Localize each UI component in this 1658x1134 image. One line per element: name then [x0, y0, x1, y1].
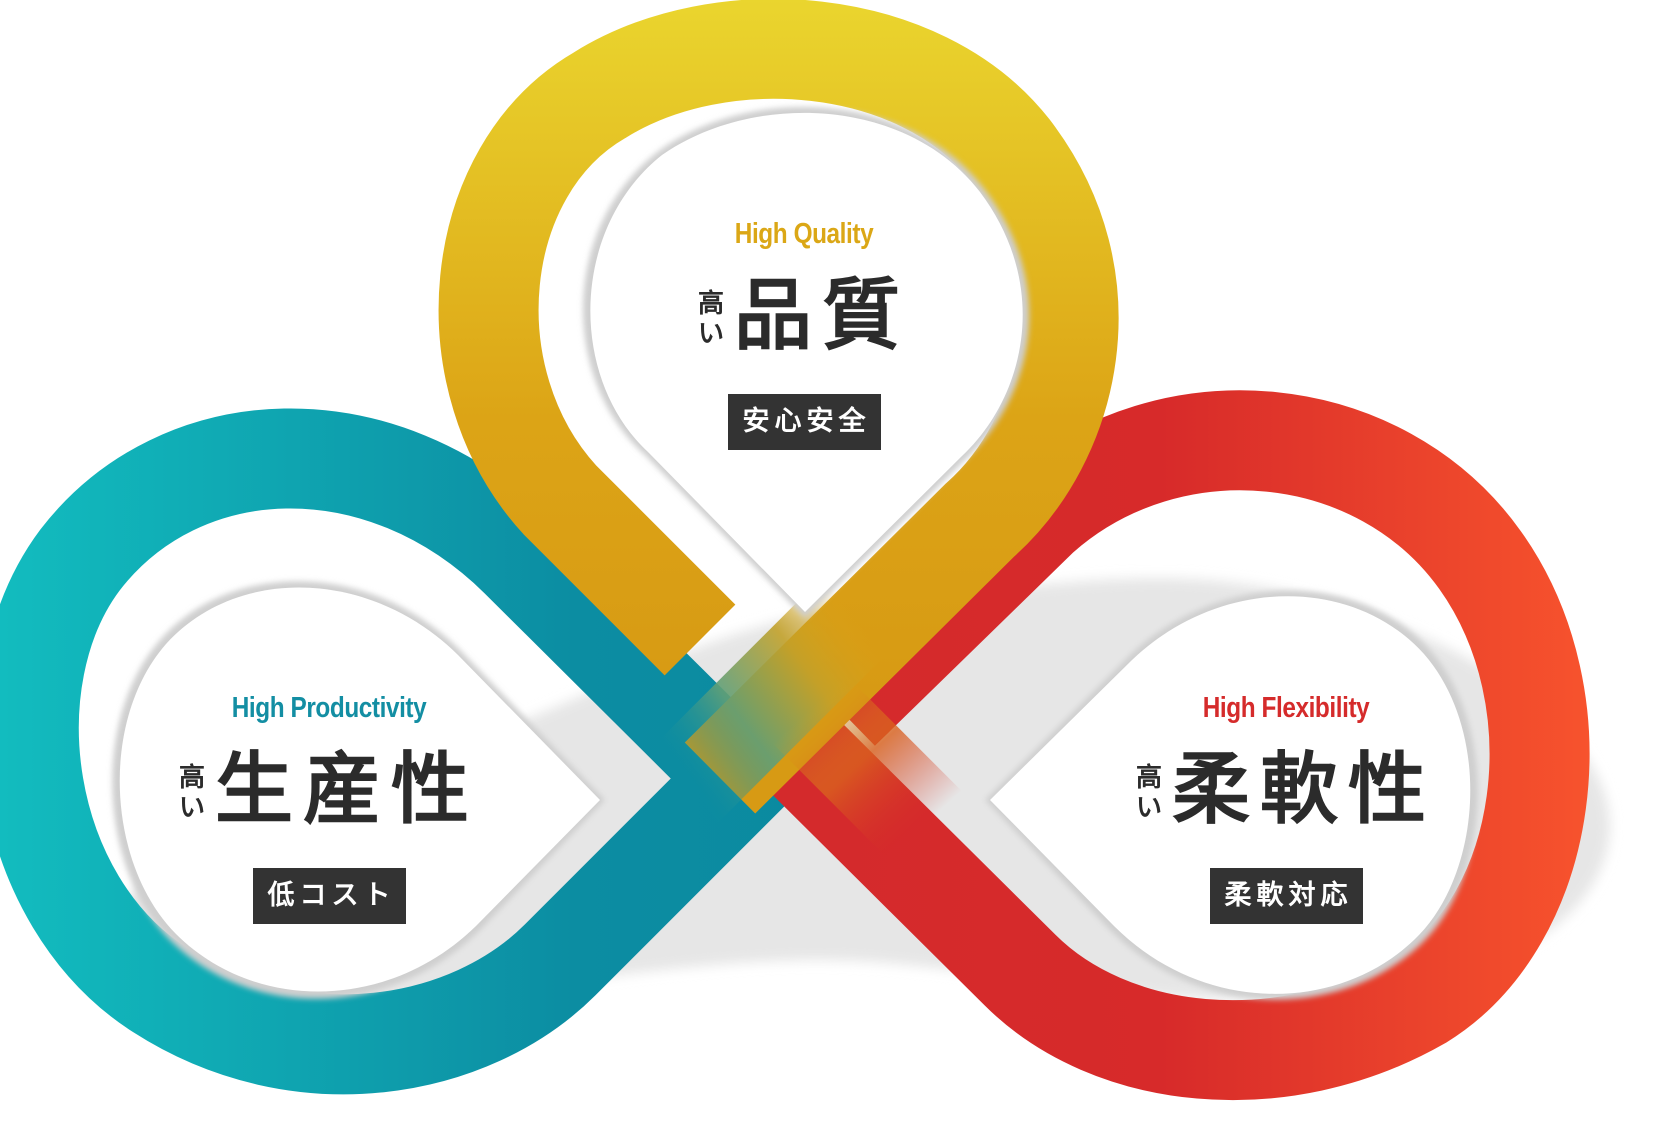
- flexibility-tag-wrap: 柔軟対応: [1106, 868, 1466, 924]
- flexibility-prefix-1: 高: [1135, 763, 1162, 793]
- productivity-tag: 低コスト: [252, 868, 406, 924]
- flexibility-main-title: 柔軟性: [1172, 745, 1437, 835]
- quality-label-group: High Quality 高 い 品質 安心安全: [624, 216, 984, 450]
- productivity-english-title: High Productivity: [231, 692, 427, 724]
- productivity-prefix-2: い: [178, 793, 205, 823]
- productivity-main-title: 生産性: [215, 745, 480, 835]
- productivity-label-group: High Productivity 高 い 生産性 低コスト: [149, 690, 509, 924]
- quality-english-title: High Quality: [734, 218, 874, 250]
- flexibility-label-group: High Flexibility 高 い 柔軟性 柔軟対応: [1106, 690, 1466, 924]
- productivity-tag-wrap: 低コスト: [149, 868, 509, 924]
- crossing-blend-left: [604, 564, 906, 866]
- flexibility-prefix-2: い: [1135, 793, 1162, 823]
- productivity-prefix: 高 い: [179, 763, 205, 823]
- crossing-blend-right: [754, 654, 996, 896]
- inner-disc-quality: [590, 112, 1023, 612]
- flexibility-tag: 柔軟対応: [1209, 868, 1363, 924]
- productivity-jp-row: 高 い 生産性: [149, 740, 509, 840]
- quality-prefix: 高 い: [698, 289, 724, 349]
- quality-main-title: 品質: [734, 271, 911, 361]
- quality-prefix-1: 高: [697, 289, 724, 319]
- inner-disc-productivity: [119, 587, 600, 992]
- loop-productivity: [0, 408, 826, 1095]
- quality-jp-row: 高 い 品質: [624, 266, 984, 366]
- loop-flexibility: [724, 390, 1590, 1101]
- quality-tag-wrap: 安心安全: [624, 394, 984, 450]
- quality-tag: 安心安全: [727, 394, 881, 450]
- flexibility-prefix: 高 い: [1136, 763, 1162, 823]
- quality-prefix-2: い: [697, 319, 724, 349]
- flexibility-jp-row: 高 い 柔軟性: [1106, 740, 1466, 840]
- loop-quality: [438, 0, 1119, 814]
- productivity-prefix-1: 高: [178, 763, 205, 793]
- flexibility-english-title: High Flexibility: [1202, 692, 1370, 724]
